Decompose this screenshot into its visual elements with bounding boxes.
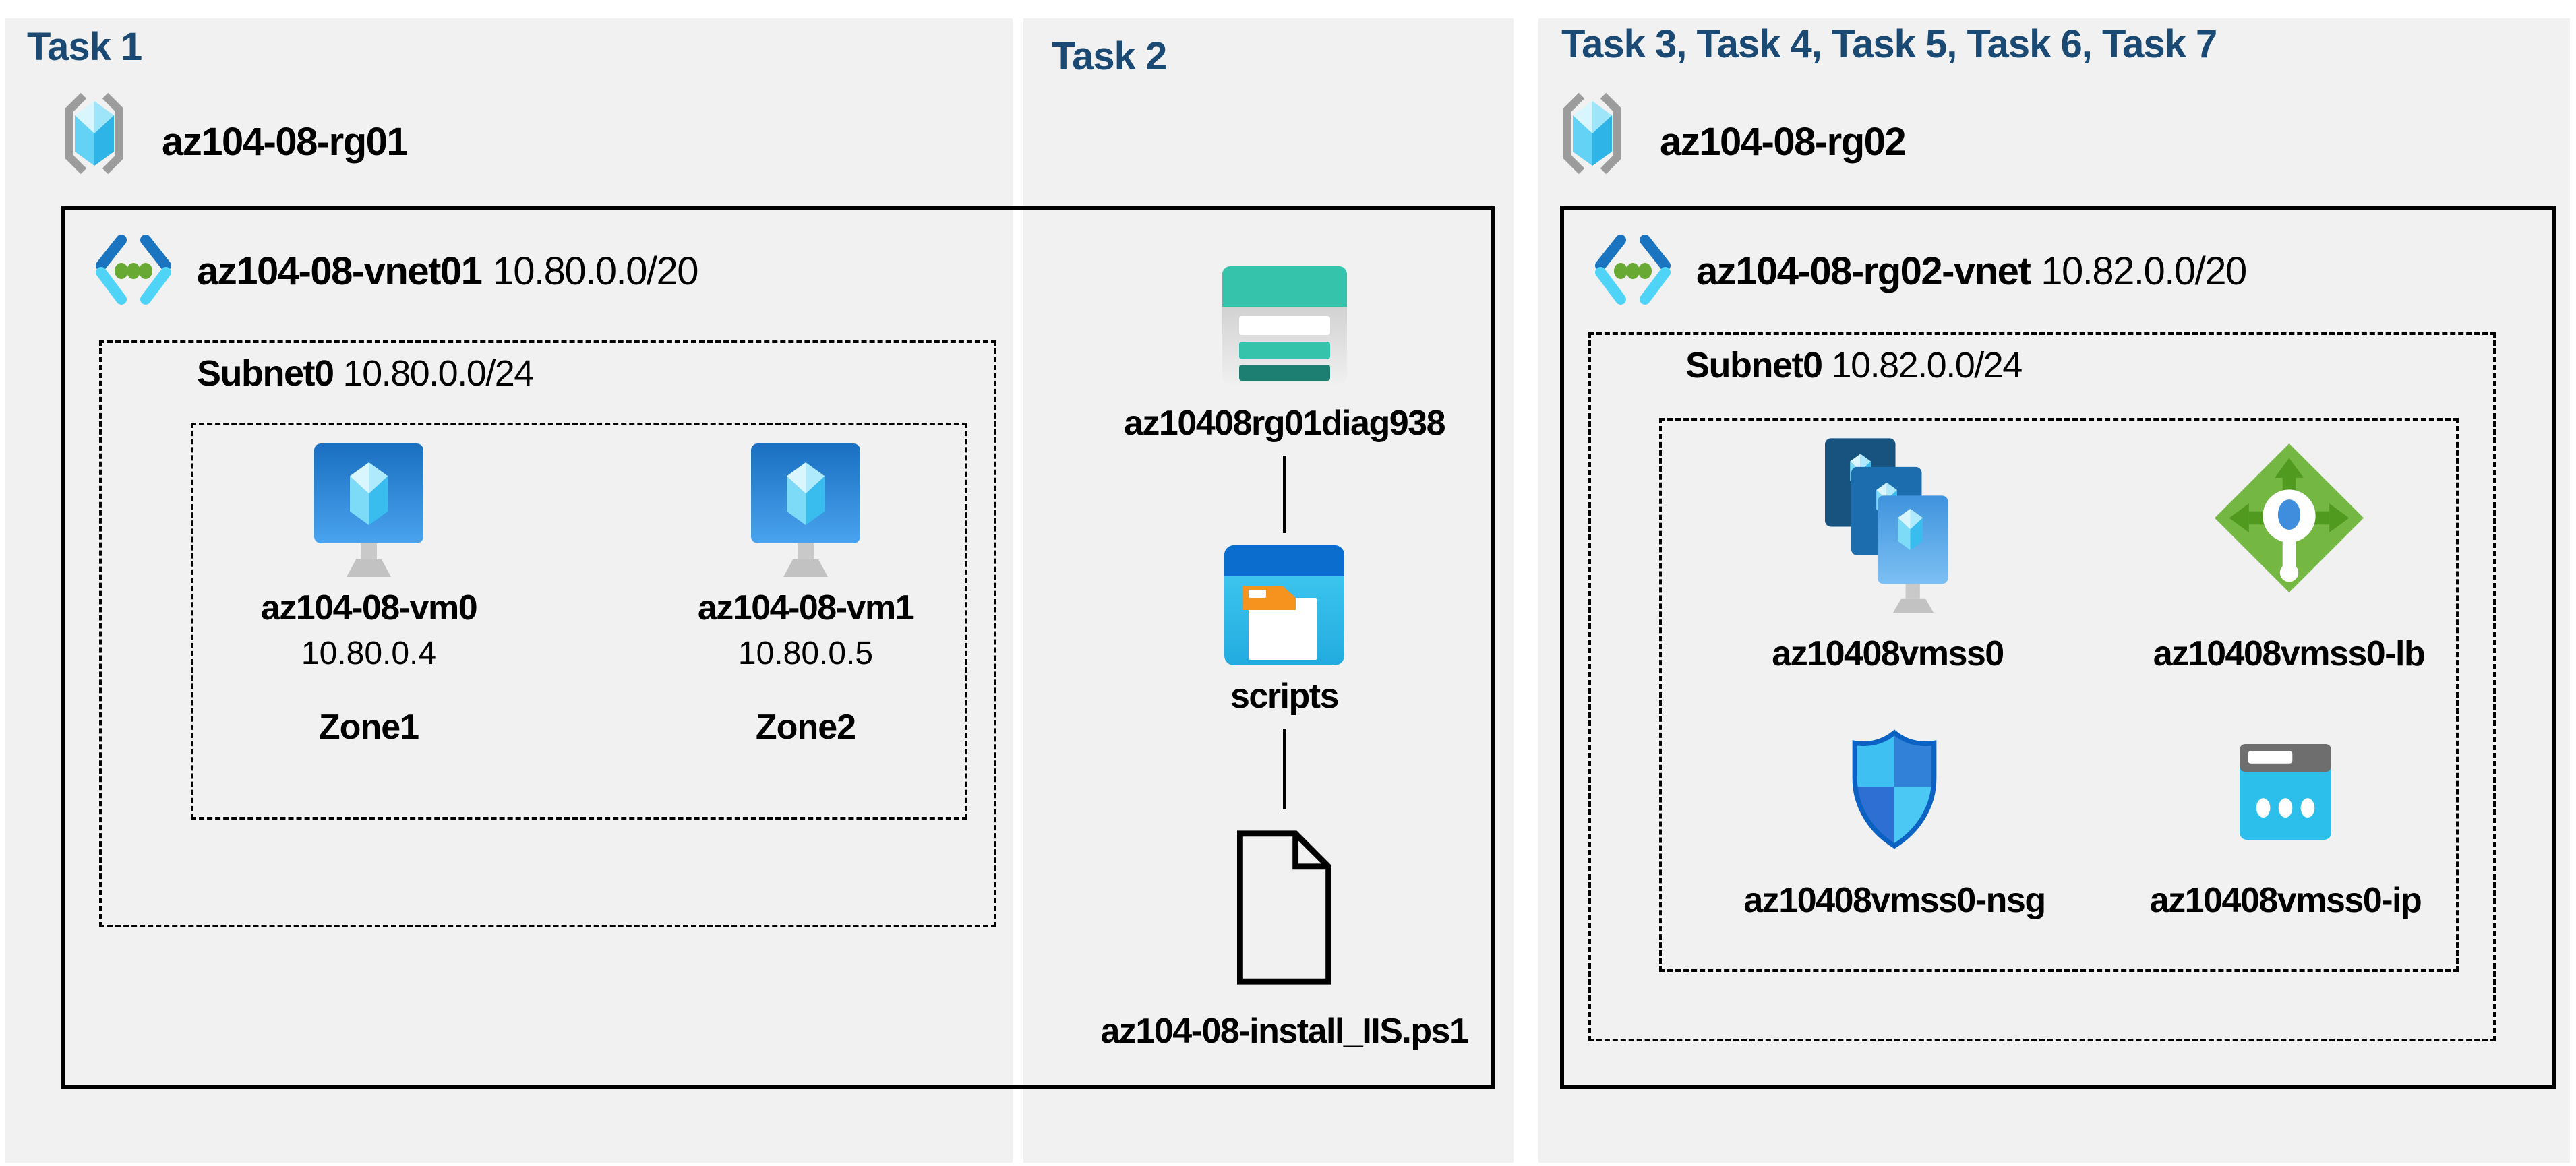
vnet2-cidr: 10.82.0.0/20 bbox=[2041, 249, 2247, 293]
task3-title: Task 3, Task 4, Task 5, Task 6, Task 7 bbox=[1561, 22, 2217, 66]
vm1-ip: 10.80.0.5 bbox=[738, 636, 874, 671]
vm0-block: az104-08-vm0 10.80.0.4 Zone1 bbox=[261, 443, 478, 747]
public-ip-block: az10408vmss0-ip bbox=[2124, 728, 2447, 921]
storage-account-name: az10408rg01diag938 bbox=[1123, 404, 1446, 443]
vm0-ip: 10.80.0.4 bbox=[301, 636, 437, 671]
storage-account-icon bbox=[1222, 266, 1347, 384]
subnet1-name: Subnet0 bbox=[197, 353, 334, 394]
container-name: scripts bbox=[1230, 677, 1340, 716]
resource-group-icon bbox=[1559, 92, 1626, 175]
vm0-zone: Zone1 bbox=[318, 708, 419, 747]
vnet2-title: az104-08-rg02-vnet 10.82.0.0/20 bbox=[1696, 243, 2247, 299]
load-balancer-name: az10408vmss0-lb bbox=[2153, 634, 2426, 673]
subnet2-cidr: 10.82.0.0/24 bbox=[1831, 345, 2023, 386]
availability-zone-boundary bbox=[191, 423, 967, 820]
rg1-label: az104-08-rg01 bbox=[162, 119, 409, 164]
vm0-name: az104-08-vm0 bbox=[260, 588, 478, 627]
vm-scale-set-icon bbox=[1825, 438, 1950, 621]
vmss-resources-boundary bbox=[1659, 418, 2459, 972]
load-balancer-icon bbox=[2213, 438, 2365, 621]
task1-title: Task 1 bbox=[27, 25, 142, 69]
vnet1-cidr: 10.80.0.0/20 bbox=[492, 249, 698, 293]
subnet1-title: Subnet0 10.80.0.0/24 bbox=[197, 349, 535, 398]
vm1-name: az104-08-vm1 bbox=[697, 588, 915, 627]
network-security-group-icon bbox=[1849, 728, 1940, 868]
script-file-name: az104-08-install_IIS.ps1 bbox=[1100, 1012, 1469, 1051]
resource-group-name: az104-08-rg01 bbox=[162, 116, 409, 167]
vm1-zone: Zone2 bbox=[755, 708, 856, 747]
connector-line bbox=[1282, 729, 1286, 809]
task2-column: az10408rg01diag938 scripts az104-08-inst… bbox=[1079, 266, 1490, 1051]
script-file-icon bbox=[1236, 830, 1332, 985]
vnet1-title: az104-08-vnet01 10.80.0.0/20 bbox=[197, 243, 698, 299]
vmss-name: az10408vmss0 bbox=[1772, 634, 2004, 673]
resource-group-name: az104-08-rg02 bbox=[1660, 116, 1907, 167]
subnet1-boundary bbox=[99, 340, 996, 927]
connector-line bbox=[1282, 456, 1286, 533]
virtual-machine-icon bbox=[751, 443, 860, 577]
virtual-network-icon bbox=[92, 233, 175, 309]
rg2-label: az104-08-rg02 bbox=[1660, 119, 1907, 164]
vnet1-name: az104-08-vnet01 bbox=[197, 249, 483, 293]
resource-group-icon bbox=[61, 92, 128, 175]
vnet1-boundary bbox=[61, 206, 1495, 1089]
nsg-name: az10408vmss0-nsg bbox=[1743, 881, 2046, 920]
subnet2-boundary bbox=[1588, 332, 2496, 1041]
virtual-machine-icon bbox=[314, 443, 423, 577]
virtual-network-icon bbox=[1591, 233, 1675, 309]
blob-container-icon bbox=[1224, 545, 1344, 665]
subnet2-name: Subnet0 bbox=[1685, 345, 1823, 386]
vnet2-name: az104-08-rg02-vnet bbox=[1696, 249, 2031, 293]
task2-title: Task 2 bbox=[1052, 34, 1167, 78]
nsg-block: az10408vmss0-nsg bbox=[1733, 728, 2056, 921]
public-ip-name: az10408vmss0-ip bbox=[2149, 881, 2422, 920]
subnet2-title: Subnet0 10.82.0.0/24 bbox=[1685, 341, 2023, 390]
public-ip-icon bbox=[2240, 728, 2331, 868]
load-balancer-block: az10408vmss0-lb bbox=[2127, 438, 2451, 674]
vm1-block: az104-08-vm1 10.80.0.5 Zone2 bbox=[698, 443, 915, 747]
subnet1-cidr: 10.80.0.0/24 bbox=[342, 353, 535, 394]
vnet2-boundary bbox=[1560, 206, 2556, 1089]
vmss-block: az10408vmss0 bbox=[1726, 438, 2049, 674]
